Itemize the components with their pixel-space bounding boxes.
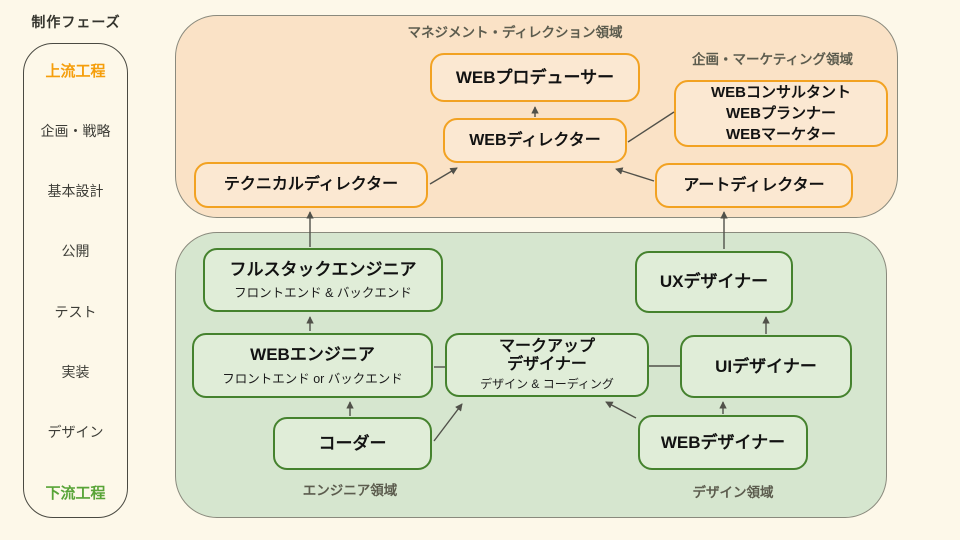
- node-label: アートディレクター: [683, 176, 825, 194]
- phase-sidebar: 上流工程 企画・戦略 基本設計 公開 テスト 実装 デザイン 下流工程: [23, 43, 128, 518]
- node-label-line2: WEBプランナー: [726, 104, 836, 122]
- node-web-director: WEBディレクター: [443, 118, 627, 163]
- node-label-line1: マークアップ: [498, 337, 595, 355]
- design-area-label: デザイン領域: [692, 485, 774, 500]
- node-technical-director: テクニカルディレクター: [194, 162, 428, 208]
- node-sublabel: フロントエンド & バックエンド: [234, 286, 412, 301]
- sidebar-title: 制作フェーズ: [31, 14, 121, 30]
- node-label: UIデザイナー: [715, 356, 817, 376]
- node-ui-designer: UIデザイナー: [680, 335, 852, 398]
- node-label: テクニカルディレクター: [223, 176, 399, 193]
- node-sublabel: デザイン & コーディング: [480, 377, 614, 392]
- node-label: フルスタックエンジニア: [229, 259, 417, 279]
- node-label: UXデザイナー: [659, 272, 769, 292]
- node-label: WEBエンジニア: [250, 345, 375, 365]
- phase-planning: 企画・戦略: [40, 123, 111, 140]
- node-fullstack-engineer: フルスタックエンジニア フロントエンド & バックエンド: [203, 248, 443, 312]
- node-art-director: アートディレクター: [655, 163, 853, 208]
- node-label-line3: WEBマーケター: [726, 126, 836, 144]
- node-label: コーダー: [318, 433, 387, 453]
- node-web-designer: WEBデザイナー: [638, 415, 808, 470]
- marketing-region-label: 企画・マーケティング領域: [692, 52, 853, 67]
- phase-release: 公開: [61, 243, 90, 260]
- phase-test: テスト: [54, 303, 97, 320]
- node-web-consultant-planner-marketer: WEBコンサルタント WEBプランナー WEBマーケター: [674, 80, 888, 147]
- phase-downstream: 下流工程: [45, 484, 106, 502]
- engineer-area-label: エンジニア領域: [302, 483, 398, 498]
- node-ux-designer: UXデザイナー: [635, 251, 793, 313]
- node-label-line1: WEBコンサルタント: [711, 83, 851, 101]
- phase-basic-design: 基本設計: [47, 183, 104, 200]
- node-coder: コーダー: [273, 417, 432, 470]
- node-web-producer: WEBプロデューサー: [430, 53, 640, 102]
- phase-upstream: 上流工程: [45, 63, 106, 80]
- management-region-label: マネジメント・ディレクション領域: [407, 25, 623, 40]
- node-label-line2: デザイナー: [507, 356, 587, 373]
- phase-implementation: 実装: [61, 363, 90, 380]
- node-sublabel: フロントエンド or バックエンド: [222, 371, 403, 386]
- node-markup-designer: マークアップ デザイナー デザイン & コーディング: [445, 333, 649, 397]
- node-label: WEBディレクター: [469, 131, 601, 149]
- phase-design: デザイン: [47, 423, 104, 440]
- node-web-engineer: WEBエンジニア フロントエンド or バックエンド: [192, 333, 433, 398]
- node-label: WEBプロデューサー: [455, 67, 615, 87]
- node-label: WEBデザイナー: [660, 432, 786, 452]
